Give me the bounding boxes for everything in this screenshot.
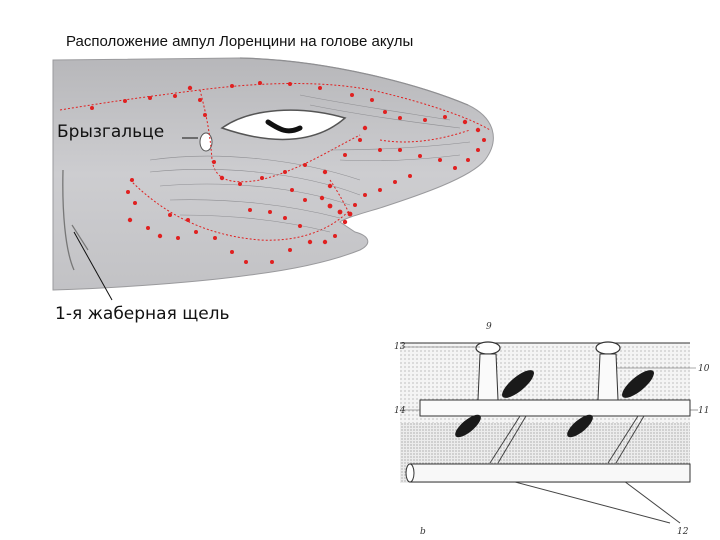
number-label: 14 bbox=[394, 406, 406, 416]
upper-canal bbox=[419, 399, 691, 417]
number-label: 11 bbox=[698, 406, 709, 416]
ampullae-dots bbox=[90, 81, 486, 264]
nerve-fibers bbox=[489, 415, 681, 524]
page-title: Расположение ампул Лоренцини на голове а… bbox=[66, 33, 414, 50]
number-label: 13 bbox=[394, 342, 406, 352]
gill-slit bbox=[62, 169, 75, 271]
shark-head-illustration bbox=[52, 57, 494, 301]
spiracle bbox=[199, 132, 213, 152]
number-label: 12 bbox=[677, 527, 689, 537]
number-label: 9 bbox=[486, 322, 492, 332]
canal-striations bbox=[149, 94, 471, 233]
ampulla-4 bbox=[567, 414, 593, 438]
spiracle-label: Брызгальце bbox=[57, 122, 165, 142]
eye bbox=[220, 109, 347, 141]
ampulla-2 bbox=[622, 370, 654, 398]
nerve-trunk bbox=[409, 463, 691, 483]
pore-1 bbox=[475, 341, 501, 355]
ampulla-3 bbox=[455, 414, 481, 438]
pore-2 bbox=[595, 341, 621, 355]
pupil bbox=[265, 119, 303, 134]
gill-pointer bbox=[73, 231, 113, 301]
gill-slit-label: 1-я жаберная щель bbox=[55, 304, 230, 324]
cross-section-illustration: 9 13 10 14 11 12 b bbox=[394, 322, 710, 537]
number-label: 10 bbox=[698, 364, 710, 374]
ampulla-1 bbox=[502, 370, 534, 398]
number-label: b bbox=[420, 527, 426, 537]
